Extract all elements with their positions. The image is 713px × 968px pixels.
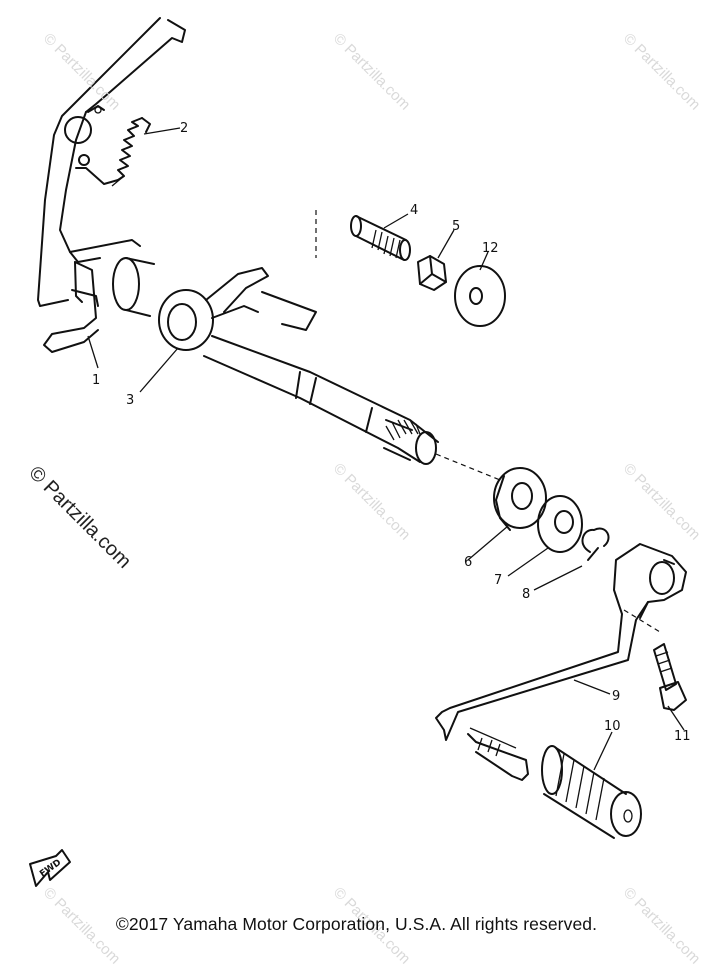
- callout-6: 6: [464, 555, 472, 570]
- bolt-part-11: [653, 643, 687, 711]
- circlip-part-8: [581, 527, 610, 561]
- pedal-rubber-part-10: [541, 745, 642, 839]
- callout-3: 3: [126, 393, 134, 408]
- washer-part-12: [454, 265, 506, 327]
- nut-part-5: [417, 255, 447, 291]
- assembly-guide-line: [435, 453, 501, 481]
- callout-12: 12: [482, 241, 499, 256]
- seal-part-6: [493, 467, 547, 531]
- copyright-text: ©2017 Yamaha Motor Corporation, U.S.A. A…: [115, 914, 598, 934]
- callout-2: 2: [180, 121, 188, 136]
- fwd-arrow-icon: FWD: [29, 849, 71, 887]
- shift-arm-part: [37, 17, 186, 353]
- callout-7: 7: [494, 573, 502, 588]
- callout-8: 8: [522, 587, 530, 602]
- shift-pedal-part: [435, 543, 687, 781]
- callout-numbers: 1 2 3 4 5 12 6 7 8 9 10 11: [92, 121, 691, 744]
- washer-part-7: [537, 495, 583, 553]
- callout-9: 9: [612, 689, 620, 704]
- callout-1: 1: [92, 373, 100, 388]
- assembly-guide-line-3: [623, 609, 661, 633]
- leader-lines: [87, 127, 685, 771]
- callout-10: 10: [604, 719, 621, 734]
- spring-part: [75, 117, 151, 187]
- bolt-part-4: [350, 215, 411, 261]
- callout-4: 4: [410, 203, 418, 218]
- callout-5: 5: [452, 219, 460, 234]
- callout-11: 11: [674, 729, 691, 744]
- parts-diagram: 1 2 3 4 5 12 6 7 8 9 10 11 FWD: [29, 17, 691, 887]
- shift-shaft-part: [112, 257, 439, 465]
